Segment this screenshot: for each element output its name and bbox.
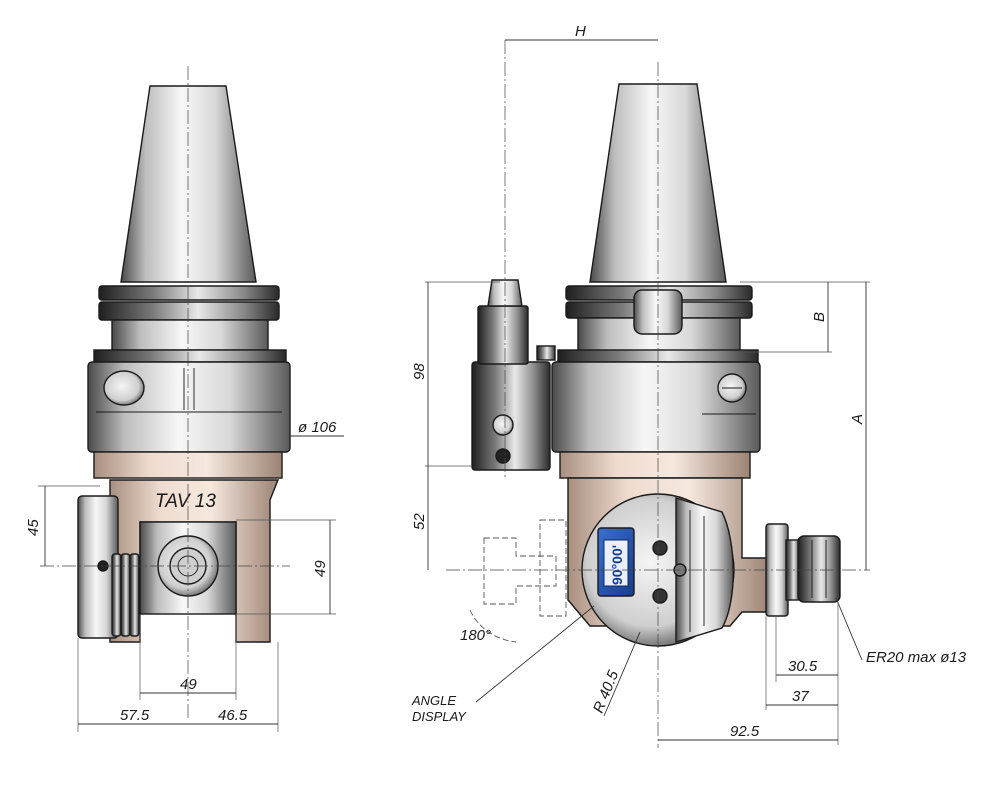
right-tan-collar: [559, 451, 751, 479]
dim-b: B: [811, 312, 828, 322]
left-flange-ring-2: [98, 301, 280, 321]
left-flange-lip: [93, 349, 287, 363]
angle-readout: 90°00': [609, 545, 625, 585]
angle-display-label-1: ANGLE: [411, 693, 456, 708]
phantom-rotation: [469, 519, 567, 643]
body-marking: TAV 13: [155, 491, 216, 512]
dim-49-bottom: 49: [180, 676, 197, 693]
angle-display-label-2: DISPLAY: [412, 709, 467, 724]
dim-a: A: [849, 414, 866, 425]
left-side-threads: [111, 553, 140, 637]
dim-rotation-180: 180°: [460, 627, 491, 644]
dim-49-vertical: 49: [312, 560, 329, 577]
angle-display: 90°00': [597, 527, 635, 597]
left-view: TAV 13 ø 106 45 49 49 57.5 46.5: [25, 66, 344, 732]
stop-block-upper: [477, 305, 529, 365]
left-flange-ring-1: [98, 285, 280, 301]
collet-nut: [797, 535, 841, 603]
left-flange-neck: [111, 319, 269, 351]
dim-30-5: 30.5: [788, 658, 818, 675]
dim-45: 45: [25, 519, 42, 536]
dim-52: 52: [411, 513, 428, 530]
dim-46-5: 46.5: [218, 707, 248, 724]
stop-screw-1: [492, 414, 514, 436]
dim-57-5: 57.5: [120, 707, 150, 724]
right-view: 90°00' 180° H 98 52 B: [411, 23, 967, 748]
left-taper-cone: [120, 85, 257, 283]
dim-radius: R 40.5: [590, 668, 623, 716]
left-housing-hole: [103, 370, 145, 406]
dim-37: 37: [792, 688, 809, 705]
stop-screw-2: [495, 448, 511, 464]
collet-spec: ER20 max ø13: [866, 649, 967, 666]
dim-92-5: 92.5: [730, 723, 760, 740]
dim-h: H: [575, 23, 586, 40]
dim-98: 98: [411, 363, 428, 380]
stop-block: [471, 361, 551, 471]
dim-diameter-106: ø 106: [298, 419, 337, 436]
